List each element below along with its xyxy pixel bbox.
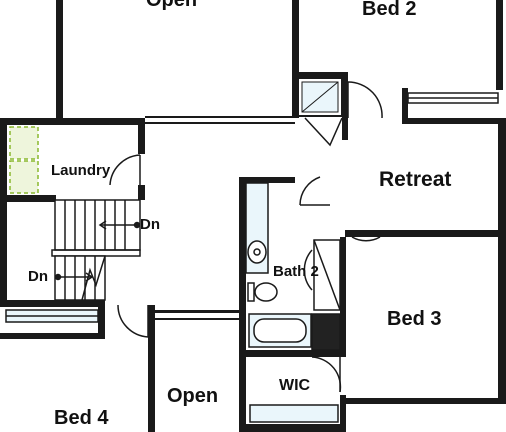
windows: [5, 92, 506, 323]
linen-closet: [297, 77, 343, 147]
wic-shelf: [249, 404, 339, 423]
room-label-wic: WIC: [279, 377, 311, 394]
room-label-bath-2: Bath 2: [273, 263, 319, 280]
toilet: [254, 282, 278, 302]
room-label-open-top: Open: [146, 0, 197, 11]
washer-dryer: [9, 126, 39, 194]
stair-label-lower-dn: Dn: [28, 268, 48, 285]
bath-fixtures: [245, 182, 341, 351]
room-label-retreat: Retreat: [379, 168, 451, 191]
room-label-laundry: Laundry: [51, 162, 111, 179]
room-label-bed-4: Bed 4: [54, 407, 109, 429]
room-label-bed-3: Bed 3: [387, 308, 441, 330]
doors: [109, 81, 383, 393]
stairs: [51, 199, 141, 301]
room-label-open-bottom: Open: [167, 385, 218, 407]
room-label-bed-2: Bed 2: [362, 0, 416, 20]
stair-label-upper-dn: Dn: [140, 216, 160, 233]
